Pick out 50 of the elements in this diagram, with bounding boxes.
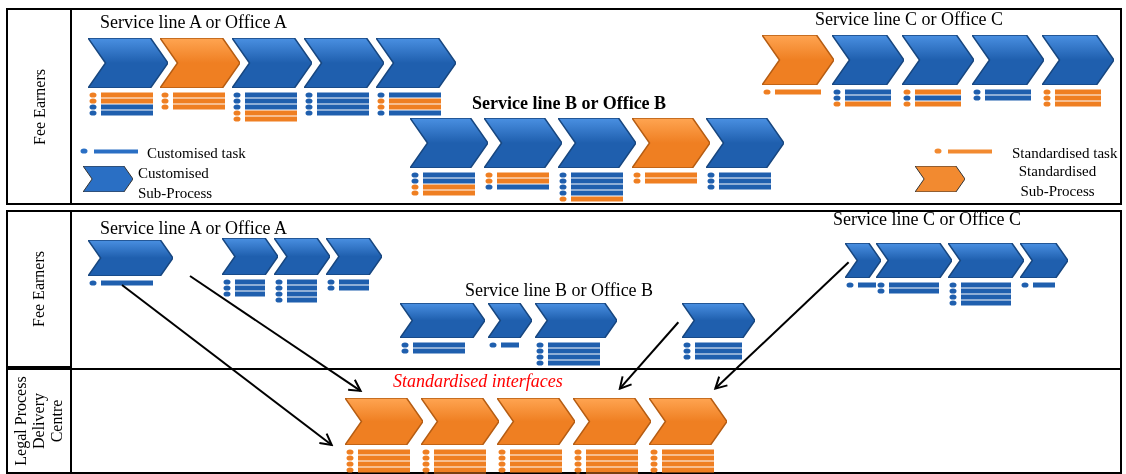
- chevron-shape: [682, 303, 755, 338]
- service-line-label: Standardised interfaces: [393, 370, 563, 392]
- lane-label: Fee Earners: [30, 67, 48, 147]
- chevron-shape: [304, 38, 384, 88]
- arrow: [121, 284, 333, 446]
- arrow: [714, 261, 850, 390]
- chevron-shape: [274, 238, 330, 275]
- service-line-label: Service line B or Office B: [465, 279, 654, 301]
- chevron-shape: [902, 35, 974, 85]
- chevron-shape: [948, 243, 1024, 278]
- arrow: [189, 275, 362, 392]
- chevron-shape: [488, 303, 532, 338]
- chevron-shape: [832, 35, 904, 85]
- chevron-shape: [222, 238, 278, 275]
- service-line-label: Service line A or Office A: [100, 11, 288, 33]
- chevron-shape: [649, 398, 727, 445]
- service-line-label: Service line C or Office C: [815, 8, 1004, 30]
- chevron-shape: [1042, 35, 1114, 85]
- chevron-shape: [972, 35, 1044, 85]
- chevron-shape: [376, 38, 456, 88]
- chevron-shape: [160, 38, 240, 88]
- chevron-shape: [345, 398, 423, 445]
- chevron-shape: [706, 118, 784, 168]
- chevron-shape: [88, 240, 173, 276]
- chevron-shape: [484, 118, 562, 168]
- lane-label: Legal Process Delivery Centre: [12, 375, 66, 468]
- service-line-label: Service line B or Office B: [472, 92, 667, 114]
- chevron-shape: [573, 398, 651, 445]
- chevron-shape: [88, 38, 168, 88]
- chevron-shape: [326, 238, 382, 275]
- chevron-shape: [632, 118, 710, 168]
- chevron-shape: [762, 35, 834, 85]
- chevron-shape: [1020, 243, 1068, 278]
- service-line-label: Service line A or Office A: [100, 217, 288, 239]
- lane-label: Fee Earners: [30, 250, 48, 329]
- chevron-shape: [535, 303, 617, 338]
- legend-label: Standardised Sub-Process: [1017, 162, 1098, 201]
- service-line-label: Service line C or Office C: [833, 208, 1022, 230]
- chevron-shape: [410, 118, 488, 168]
- legend-label: Customised task: [147, 144, 247, 163]
- lane-header: [6, 210, 72, 368]
- chevron-shape: [400, 303, 485, 338]
- chevron-shape: [558, 118, 636, 168]
- legend-label: Customised Sub-Process: [138, 164, 214, 203]
- legend-label: Standardised task: [1012, 144, 1119, 163]
- chevron-shape: [232, 38, 312, 88]
- chevron-shape: [845, 243, 881, 278]
- chevron-shape: [497, 398, 575, 445]
- arrow: [618, 321, 680, 390]
- chevron-shape: [421, 398, 499, 445]
